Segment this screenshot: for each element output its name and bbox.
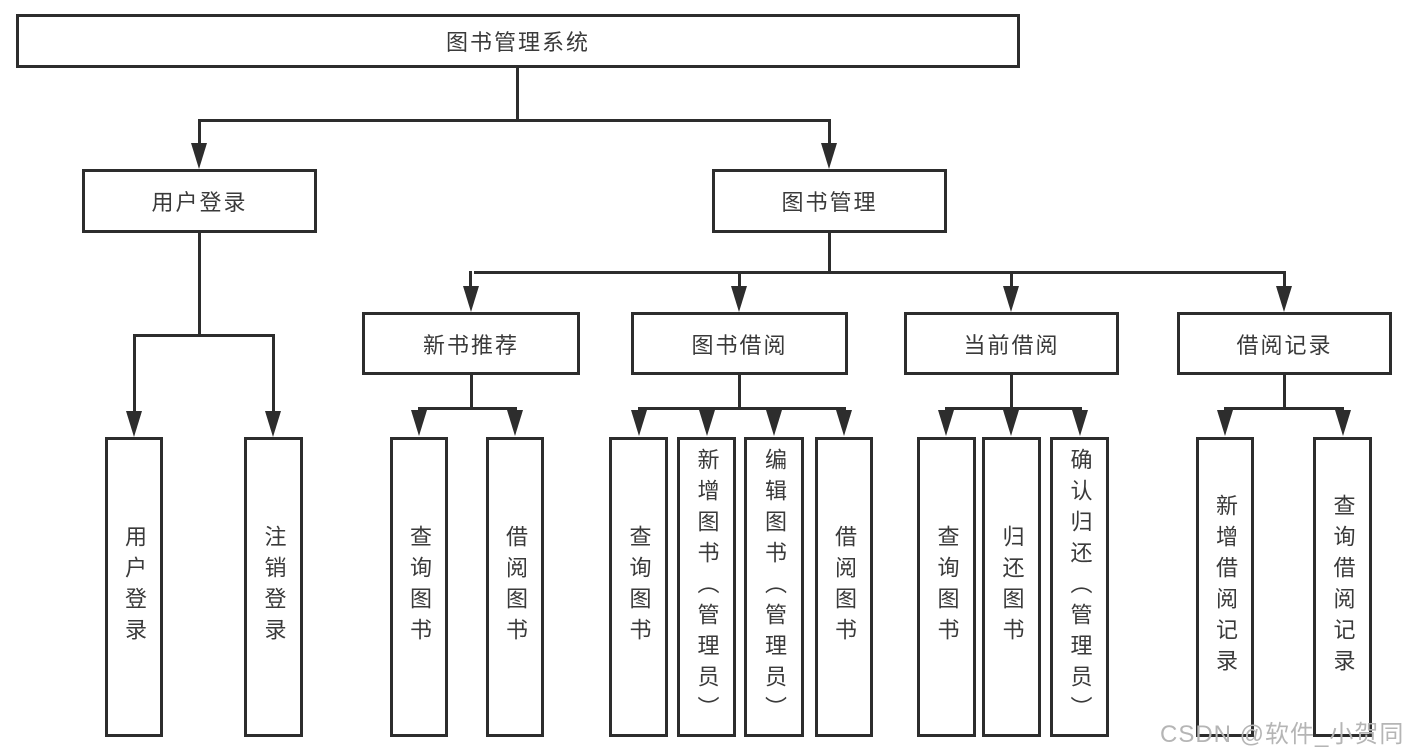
node-borrowing-records: 借阅记录: [1177, 312, 1392, 375]
node-borrowing-records-label: 借阅记录: [1236, 332, 1333, 358]
leaf-add-borrow-record-label: 新增借阅记录: [1213, 494, 1238, 680]
arrow-down-icon: [1003, 286, 1019, 312]
leaf-query-borrow-record: 查询借阅记录: [1313, 437, 1372, 737]
leaf-current-query-books: 查询图书: [917, 437, 976, 737]
leaf-query-borrow-record-label: 查询借阅记录: [1330, 494, 1356, 680]
connector-g3-drop: [1010, 271, 1013, 289]
arrow-down-icon: [1072, 410, 1088, 436]
node-book-borrowing-label: 图书借阅: [691, 332, 788, 358]
leaf-user-login: 用户登录: [105, 437, 163, 737]
leaf-current-query-books-label: 查询图书: [934, 525, 960, 649]
arrow-down-icon: [1003, 410, 1019, 436]
leaf-borrow-query-books-label: 查询图书: [626, 525, 652, 649]
leaf-edit-book-admin: 编辑图书（管理员）: [744, 437, 804, 737]
connector-g4-stem: [1283, 375, 1286, 410]
node-current-borrowing-label: 当前借阅: [963, 332, 1060, 358]
leaf-user-login-label: 用户登录: [122, 525, 147, 649]
leaf-recommend-query-books: 查询图书: [390, 437, 448, 737]
leaf-recommend-borrow-books: 借阅图书: [486, 437, 544, 737]
arrow-down-icon: [191, 143, 207, 169]
node-new-book-recommend-label: 新书推荐: [422, 332, 519, 358]
arrow-down-icon: [265, 411, 281, 437]
arrow-down-icon: [1335, 410, 1351, 436]
node-current-borrowing: 当前借阅: [904, 312, 1119, 375]
leaf-logout-label: 注销登录: [261, 525, 287, 649]
leaf-confirm-return-admin-label: 确认归还（管理员）: [1067, 447, 1093, 727]
arrow-down-icon: [938, 410, 954, 436]
arrow-down-icon: [836, 410, 852, 436]
leaf-add-book-admin-label: 新增图书（管理员）: [694, 447, 720, 727]
arrow-down-icon: [821, 143, 837, 169]
connector-g2-drop: [738, 271, 741, 289]
node-new-book-recommend: 新书推荐: [362, 312, 580, 375]
leaf-borrow-books-label: 借阅图书: [832, 525, 857, 649]
node-root-library-system: 图书管理系统: [16, 14, 1020, 68]
connector-mgmt-drop: [828, 119, 831, 147]
arrow-down-icon: [507, 410, 523, 436]
leaf-return-books: 归还图书: [982, 437, 1041, 737]
node-book-management-label: 图书管理: [781, 190, 878, 215]
arrow-down-icon: [411, 410, 427, 436]
leaf-return-books-label: 归还图书: [999, 525, 1025, 649]
node-book-borrowing: 图书借阅: [631, 312, 848, 375]
connector-g3-stem: [1010, 375, 1013, 410]
connector-g3-split: [945, 407, 1082, 410]
connector-user-leaf2-drop: [272, 334, 275, 414]
leaf-recommend-query-books-label: 查询图书: [407, 525, 432, 649]
leaf-logout: 注销登录: [244, 437, 303, 737]
arrow-down-icon: [631, 410, 647, 436]
node-root-label: 图书管理系统: [445, 30, 590, 55]
connector-g1-drop: [469, 271, 472, 289]
arrow-down-icon: [766, 410, 782, 436]
leaf-add-book-admin: 新增图书（管理员）: [677, 437, 736, 737]
arrow-down-icon: [1276, 286, 1292, 312]
node-user-login-label: 用户登录: [151, 190, 248, 215]
connector-g2-split: [638, 407, 846, 410]
csdn-watermark: CSDN @软件_小贺同学: [1160, 721, 1405, 747]
leaf-borrow-query-books: 查询图书: [609, 437, 668, 737]
leaf-confirm-return-admin: 确认归还（管理员）: [1050, 437, 1109, 737]
leaf-edit-book-admin-label: 编辑图书（管理员）: [762, 447, 787, 727]
node-book-management: 图书管理: [712, 169, 947, 233]
connector-user-stem: [198, 233, 201, 336]
arrow-down-icon: [731, 286, 747, 312]
connector-g2-stem: [738, 375, 741, 410]
connector-root-split: [198, 119, 831, 122]
connector-mgmt-split: [474, 271, 1286, 274]
leaf-borrow-books: 借阅图书: [815, 437, 873, 737]
arrow-down-icon: [463, 286, 479, 312]
arrow-down-icon: [1217, 410, 1233, 436]
leaf-recommend-borrow-books-label: 借阅图书: [503, 525, 528, 649]
connector-g4-drop: [1283, 271, 1286, 289]
connector-root-stem: [516, 68, 519, 122]
arrow-down-icon: [126, 411, 142, 437]
connector-g4-split: [1224, 407, 1344, 410]
connector-g1-stem: [470, 375, 473, 410]
connector-g1-split: [418, 407, 517, 410]
connector-user-split: [133, 334, 275, 337]
arrow-down-icon: [699, 410, 715, 436]
connector-mgmt-stem: [828, 233, 831, 273]
leaf-add-borrow-record: 新增借阅记录: [1196, 437, 1254, 737]
node-user-login: 用户登录: [82, 169, 317, 233]
connector-user-leaf1-drop: [133, 334, 136, 414]
connector-user-drop: [198, 119, 201, 147]
